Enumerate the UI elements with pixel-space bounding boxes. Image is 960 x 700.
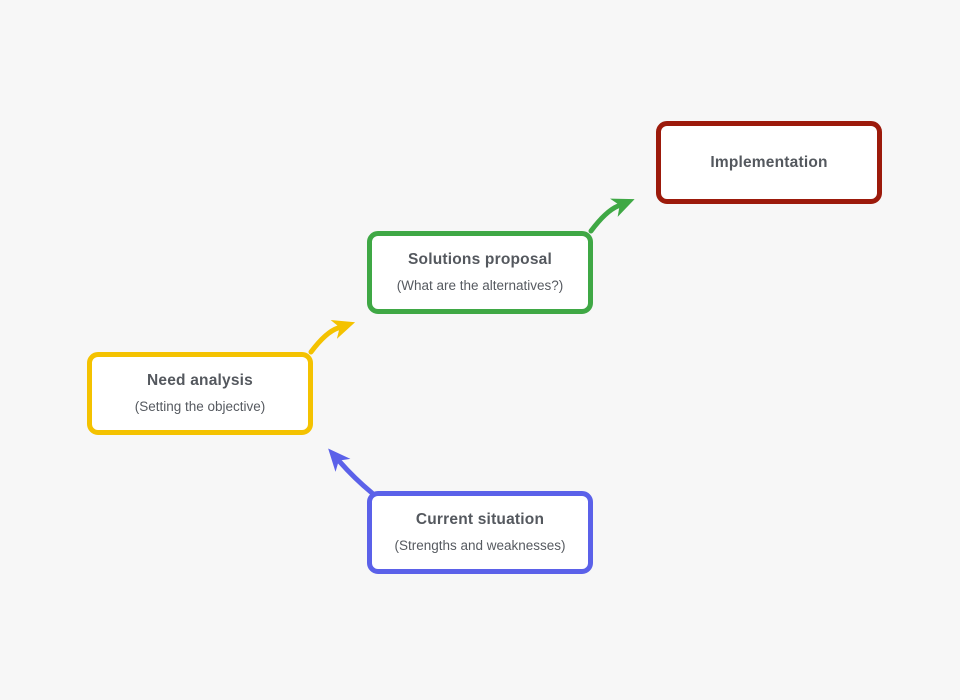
stage-title: Implementation (710, 153, 828, 171)
arrow-need-to-solutions (308, 320, 356, 355)
arrow-current-to-need (328, 448, 375, 496)
stage-subtitle: (What are the alternatives?) (396, 278, 564, 294)
stage-title: Solutions proposal (408, 250, 552, 268)
stage-need-analysis: Need analysis (Setting the objective) (87, 352, 313, 435)
stage-title: Current situation (415, 510, 545, 528)
stage-implementation: Implementation (656, 121, 882, 204)
arrow-solutions-to-implementation (588, 198, 635, 234)
stage-title: Need analysis (147, 371, 253, 389)
stage-subtitle: (Setting the objective) (134, 399, 266, 415)
stage-solutions-proposal: Solutions proposal (What are the alterna… (367, 231, 593, 314)
stage-current-situation: Current situation (Strengths and weaknes… (367, 491, 593, 574)
stage-subtitle: (Strengths and weaknesses) (394, 538, 566, 554)
